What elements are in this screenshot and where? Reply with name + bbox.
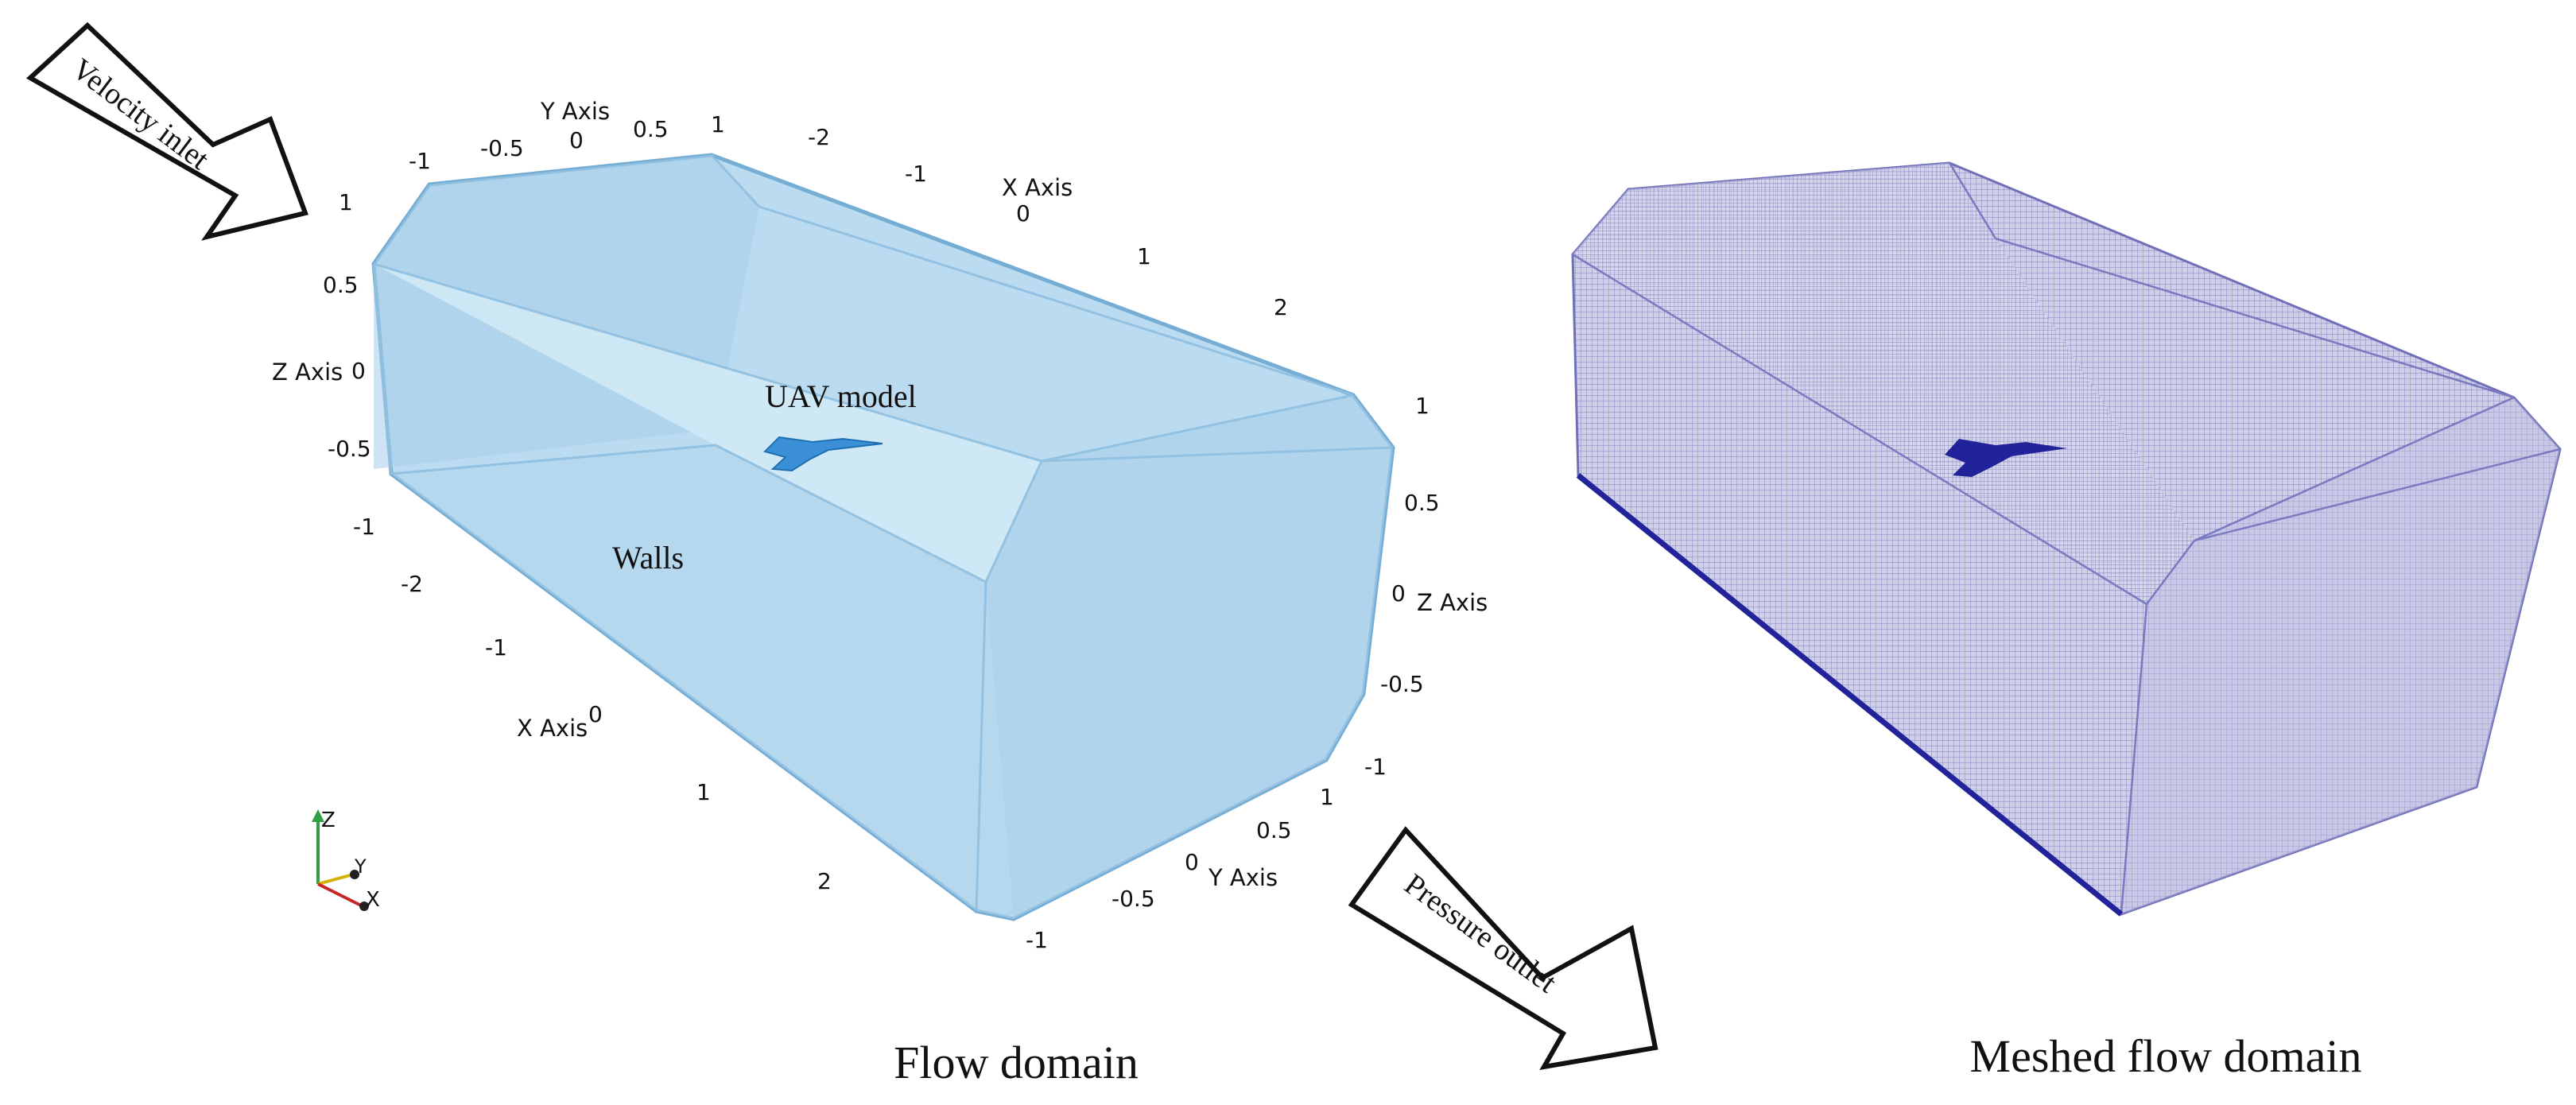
x-axis-top-tick: 1 (1137, 243, 1151, 269)
y-axis-bottom-tick: -0.5 (1111, 886, 1155, 912)
z-axis-left-label: Z Axis (272, 359, 343, 386)
x-axis-top: -2 -1 X Axis 0 1 2 (808, 124, 1288, 320)
x-axis-bottom-label: X Axis (517, 715, 588, 742)
x-axis-bottom: -2 -1 X Axis 0 1 2 (401, 571, 832, 894)
z-axis-right-tick: 0 (1391, 580, 1406, 607)
flow-domain-caption: Flow domain (894, 1037, 1139, 1088)
uav-model-shape (763, 436, 883, 472)
z-axis-left-tick: 1 (339, 189, 353, 215)
z-axis-right: 1 0.5 0 Z Axis -0.5 -1 (1364, 393, 1488, 780)
mesh-edges (1572, 162, 2561, 915)
y-axis-bottom-tick: -1 (1026, 927, 1048, 953)
meshed-flow-domain-panel: Meshed flow domain (1571, 161, 2562, 1082)
velocity-inlet-label: Velocity inlet (66, 52, 215, 176)
triad-z-head (312, 809, 324, 822)
mesh-bottom-edge (1576, 473, 2124, 917)
velocity-inlet-arrow-shape (25, 21, 308, 241)
z-axis-left-tick: -1 (353, 514, 375, 540)
y-axis-bottom-label: Y Axis (1208, 864, 1278, 891)
x-axis-bottom-tick: 0 (588, 701, 603, 727)
z-axis-right-tick: 1 (1415, 393, 1430, 419)
y-axis-top-label: Y Axis (540, 98, 610, 125)
x-axis-top-tick: -2 (808, 124, 830, 150)
y-axis-bottom: 1 0.5 0 Y Axis -0.5 -1 (1026, 784, 1334, 953)
internal-edges (372, 153, 1394, 912)
x-axis-top-label: X Axis (1002, 174, 1073, 201)
x-axis-bottom-tick: -2 (401, 571, 423, 597)
y-axis-top-tick: -1 (409, 148, 431, 174)
bottom-face (391, 445, 1014, 919)
mesh-outlet-face (2121, 397, 2560, 914)
z-axis-right-tick: 0.5 (1404, 490, 1440, 516)
velocity-inlet-arrow: Velocity inlet (25, 21, 308, 241)
x-axis-top-tick: -1 (905, 161, 927, 187)
y-axis-top-tick: 0.5 (633, 116, 669, 142)
triad-y-label: Y (354, 855, 367, 878)
walls-label: Walls (612, 540, 684, 576)
triad-z-label: Z (321, 808, 336, 832)
top-center-strip (374, 264, 1042, 582)
orientation-triad: Z Y X (312, 808, 380, 912)
x-axis-top-tick: 2 (1274, 294, 1288, 320)
y-axis-top-tick: 1 (711, 111, 725, 138)
z-axis-right-tick: -1 (1364, 754, 1387, 780)
triad-x-head (359, 901, 369, 911)
z-axis-right-tick: -0.5 (1380, 671, 1424, 697)
meshed-domain-box (1571, 161, 2562, 917)
y-axis-top-tick: 0 (569, 127, 584, 153)
uav-model-label: UAV model (765, 378, 917, 414)
mesh-uav-shape (1945, 439, 2067, 477)
z-axis-left: 1 0.5 Z Axis 0 -0.5 -1 (272, 189, 375, 540)
z-axis-left-tick: 0.5 (323, 272, 359, 298)
z-axis-left-tick: -0.5 (328, 436, 371, 462)
outlet-face (986, 395, 1393, 919)
meshed-flow-domain-caption: Meshed flow domain (1970, 1030, 2362, 1082)
triad-y-axis (317, 873, 354, 886)
triad-x-axis (317, 882, 363, 908)
z-axis-left-tick: 0 (351, 358, 366, 384)
y-axis-top: Y Axis -1 -0.5 0 0.5 1 (409, 98, 725, 174)
z-axis-right-label: Z Axis (1417, 589, 1488, 616)
triad-y-head (350, 870, 359, 879)
y-axis-top-tick: -0.5 (480, 135, 524, 161)
triad-x-label: X (366, 888, 380, 912)
pressure-outlet-arrow: Pressure outlet (1348, 826, 1658, 1071)
pressure-outlet-arrow-shape (1348, 826, 1658, 1071)
x-axis-bottom-tick: 1 (696, 779, 711, 805)
x-axis-bottom-tick: 2 (817, 868, 832, 894)
mesh-top-band-grid (1573, 163, 2194, 604)
flow-domain-panel: Y Axis -1 -0.5 0 0.5 1 -2 -1 X Axis 0 1 … (25, 21, 1658, 1088)
x-axis-bottom-tick: -1 (485, 634, 507, 661)
x-axis-top-tick: 0 (1016, 200, 1030, 227)
y-axis-bottom-tick: 1 (1320, 784, 1334, 810)
y-axis-bottom-tick: 0 (1185, 849, 1199, 875)
y-axis-bottom-tick: 0.5 (1256, 817, 1292, 843)
flow-domain-box (371, 153, 1395, 921)
